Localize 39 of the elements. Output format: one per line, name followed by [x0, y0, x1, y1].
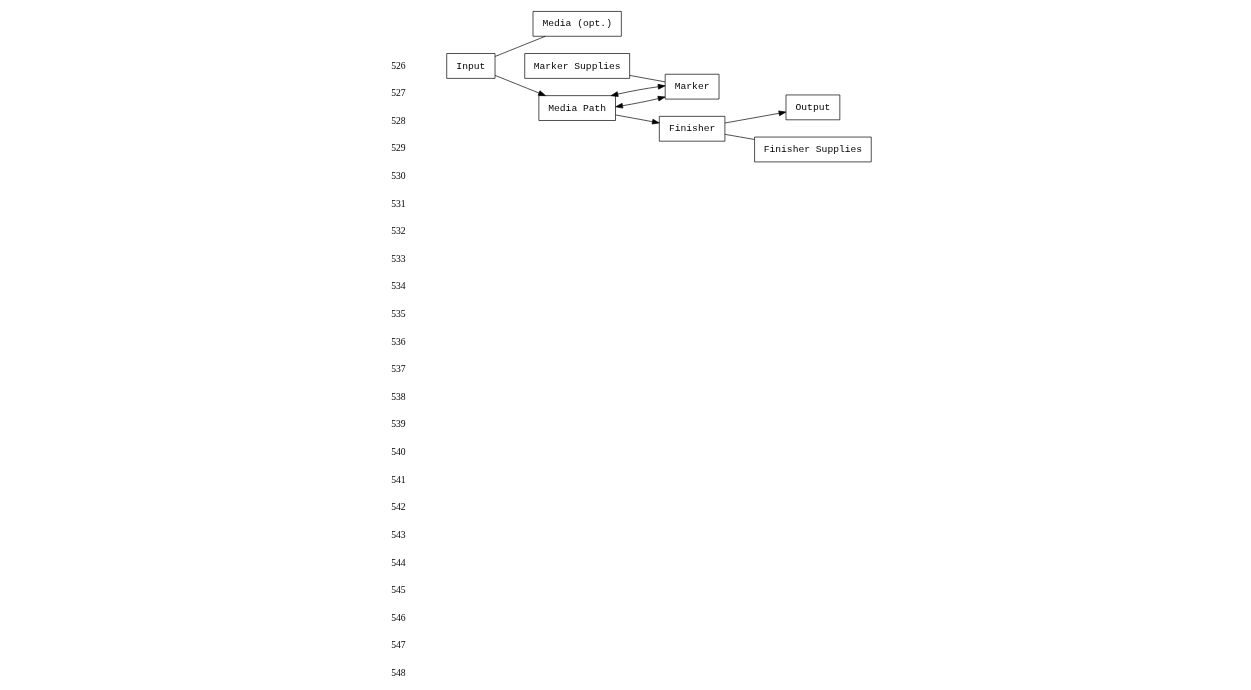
label: 527	[391, 87, 406, 99]
label: 532	[391, 225, 406, 237]
label: 548	[391, 666, 406, 678]
arrow	[615, 114, 660, 125]
label: 529	[391, 142, 406, 154]
label: 539	[391, 418, 406, 430]
node-box: Output	[785, 94, 841, 121]
label: 537	[391, 363, 406, 375]
label: 531	[391, 197, 406, 209]
node-box: Media (opt.)	[532, 11, 622, 37]
label: 538	[391, 390, 406, 402]
node-box: Marker Supplies	[524, 53, 630, 79]
label: 534	[391, 280, 406, 292]
node-box: Media Path	[538, 95, 616, 121]
label: 543	[391, 528, 406, 540]
arrow	[615, 95, 666, 109]
label: 535	[391, 308, 406, 320]
node-box: Finisher	[658, 116, 726, 142]
label: 545	[391, 584, 406, 596]
label: 533	[391, 252, 406, 264]
connector	[494, 35, 546, 57]
label: 528	[391, 114, 406, 126]
label: 540	[391, 446, 406, 458]
node-box: Finisher Supplies	[754, 136, 872, 163]
connector	[724, 134, 755, 140]
label: 544	[391, 556, 406, 568]
node-box: Input	[446, 53, 496, 79]
arrow	[494, 75, 546, 96]
label: 541	[391, 473, 406, 485]
label: 547	[391, 639, 406, 651]
label: 542	[391, 501, 406, 513]
label: 526	[391, 59, 406, 71]
arrow	[724, 110, 787, 124]
arrow	[610, 84, 666, 97]
label: 546	[391, 611, 406, 623]
connector	[629, 75, 666, 83]
node-box: Marker	[664, 73, 720, 100]
label: 536	[391, 335, 406, 347]
label: 530	[391, 169, 406, 181]
